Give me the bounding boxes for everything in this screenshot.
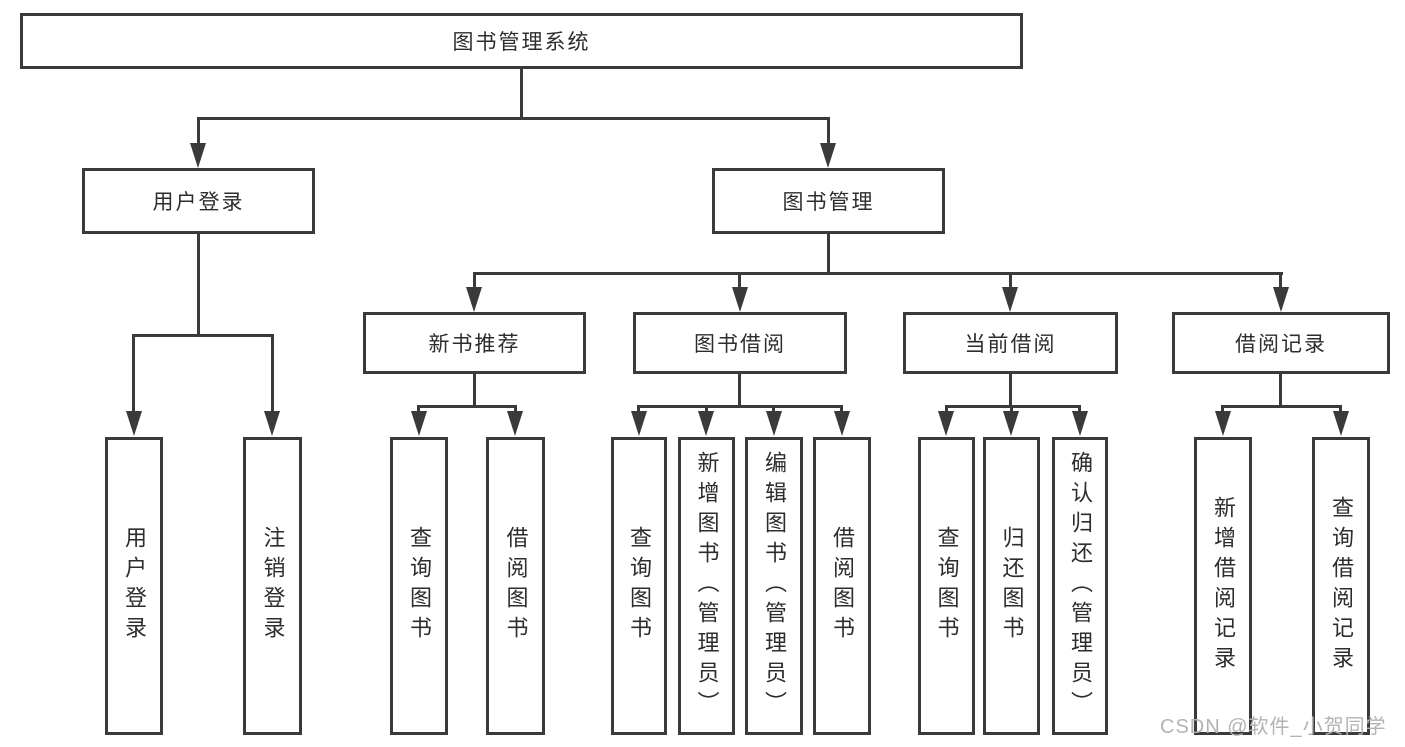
arrowhead-down (264, 411, 280, 436)
node-library-system: 图书管理系统 (20, 13, 1023, 69)
leaf-query-books-borrow: 查询图书 (611, 437, 667, 735)
csdn-watermark: CSDN @软件_小贺同学 (1160, 716, 1387, 738)
arrowhead-down (126, 411, 142, 436)
connector-line (473, 374, 476, 408)
connector-line (738, 272, 741, 289)
arrowhead-down (1273, 287, 1289, 312)
connector-line (738, 374, 741, 408)
connector-line (271, 334, 274, 414)
connector-line (417, 405, 517, 408)
node-user-login: 用户登录 (82, 168, 315, 234)
arrowhead-down (938, 411, 954, 436)
connector-line (827, 234, 830, 275)
leaf-add-book-admin: 新增图书（管理员） (678, 437, 735, 735)
connector-line (132, 334, 135, 414)
leaf-query-books-recommend: 查询图书 (390, 437, 448, 735)
arrowhead-down (766, 411, 782, 436)
arrowhead-down (1333, 411, 1349, 436)
connector-line (1221, 405, 1342, 408)
node-new-book-recommend: 新书推荐 (363, 312, 586, 374)
leaf-edit-book-admin: 编辑图书（管理员） (745, 437, 803, 735)
arrowhead-down (411, 411, 427, 436)
arrowhead-down (1002, 287, 1018, 312)
arrowhead-down (820, 143, 836, 168)
leaf-user-login: 用户登录 (105, 437, 163, 735)
arrowhead-down (732, 287, 748, 312)
leaf-borrow-books-recommend: 借阅图书 (486, 437, 545, 735)
connector-line (1009, 374, 1012, 408)
node-borrow-records: 借阅记录 (1172, 312, 1390, 374)
connector-line (1279, 374, 1282, 408)
connector-line (197, 117, 200, 145)
arrowhead-down (631, 411, 647, 436)
arrowhead-down (1003, 411, 1019, 436)
connector-line (132, 334, 273, 337)
connector-line (637, 405, 843, 408)
leaf-query-books-current: 查询图书 (918, 437, 975, 735)
connector-line (473, 272, 1283, 275)
node-book-borrow: 图书借阅 (633, 312, 847, 374)
connector-line (1009, 272, 1012, 289)
leaf-return-books: 归还图书 (983, 437, 1040, 735)
arrowhead-down (1072, 411, 1088, 436)
leaf-borrow-books: 借阅图书 (813, 437, 871, 735)
leaf-add-borrow-record: 新增借阅记录 (1194, 437, 1252, 735)
leaf-query-borrow-record: 查询借阅记录 (1312, 437, 1370, 735)
connector-line (1279, 272, 1282, 289)
leaf-logout: 注销登录 (243, 437, 302, 735)
arrowhead-down (1215, 411, 1231, 436)
connector-line (197, 117, 830, 120)
node-book-management: 图书管理 (712, 168, 945, 234)
connector-line (473, 272, 476, 289)
arrowhead-down (698, 411, 714, 436)
leaf-confirm-return-admin: 确认归还（管理员） (1052, 437, 1108, 735)
arrowhead-down (190, 143, 206, 168)
arrowhead-down (507, 411, 523, 436)
connector-line (827, 117, 830, 145)
connector-line (520, 67, 523, 120)
arrowhead-down (834, 411, 850, 436)
arrowhead-down (466, 287, 482, 312)
node-current-borrow: 当前借阅 (903, 312, 1118, 374)
connector-line (197, 234, 200, 337)
